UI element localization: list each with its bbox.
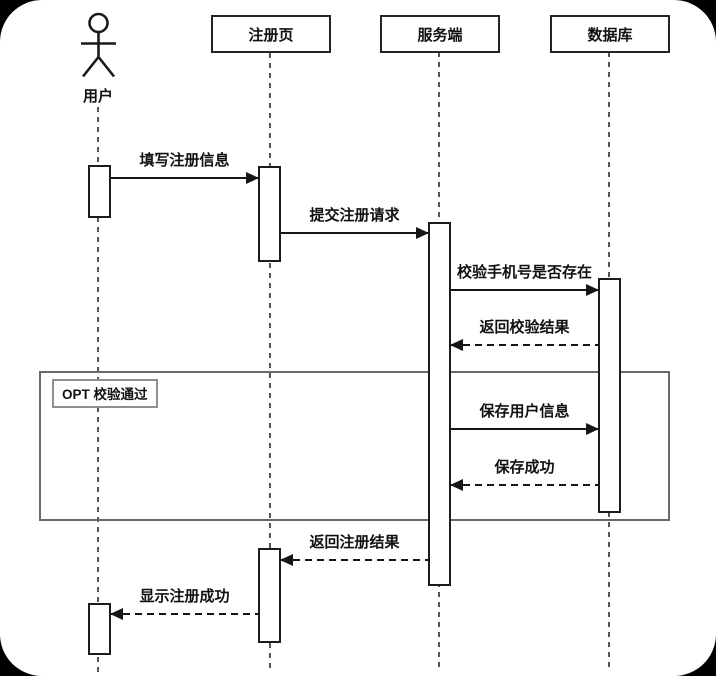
arrowhead-right-icon — [416, 227, 429, 239]
actor-label: 用户 — [82, 88, 113, 105]
participant-register-page: 注册页 — [211, 15, 331, 53]
message-line — [281, 559, 428, 561]
arrowhead-right-icon — [586, 423, 599, 435]
arrowhead-left-icon — [280, 554, 293, 566]
participant-label: 注册页 — [248, 26, 294, 44]
message-label: 校验手机号是否存在 — [456, 264, 593, 281]
lifeline-register-page — [269, 53, 271, 672]
participant-database: 数据库 — [550, 15, 670, 53]
message-label: 返回校验结果 — [479, 319, 570, 336]
activation-database — [598, 278, 621, 513]
activation-user-2 — [88, 603, 111, 655]
participant-label: 服务端 — [417, 26, 463, 44]
activation-server — [428, 222, 451, 586]
opt-fragment-frame: OPT 校验通过 — [39, 371, 670, 521]
activation-user-1 — [88, 165, 111, 218]
participant-server: 服务端 — [380, 15, 500, 53]
message-line — [451, 428, 598, 430]
message-label: 返回注册结果 — [309, 534, 400, 551]
arrowhead-left-icon — [450, 479, 463, 491]
arrowhead-right-icon — [586, 284, 599, 296]
message-line — [111, 613, 258, 615]
arrowhead-left-icon — [110, 608, 123, 620]
arrowhead-left-icon — [450, 339, 463, 351]
message-line — [281, 232, 428, 234]
activation-register-page-2 — [258, 548, 281, 643]
message-label: 显示注册成功 — [139, 588, 230, 605]
opt-fragment-label: OPT 校验通过 — [52, 379, 158, 408]
message-line — [451, 484, 598, 486]
message-label: 填写注册信息 — [139, 152, 230, 169]
message-line — [111, 177, 258, 179]
actor-stick-figure-icon — [76, 11, 121, 88]
message-label: 提交注册请求 — [309, 207, 400, 224]
message-label: 保存成功 — [494, 459, 555, 476]
activation-register-page-1 — [258, 166, 281, 262]
message-line — [451, 344, 598, 346]
message-line — [451, 289, 598, 291]
participant-label: 数据库 — [587, 26, 633, 44]
arrowhead-right-icon — [246, 172, 259, 184]
message-label: 保存用户信息 — [479, 403, 570, 420]
